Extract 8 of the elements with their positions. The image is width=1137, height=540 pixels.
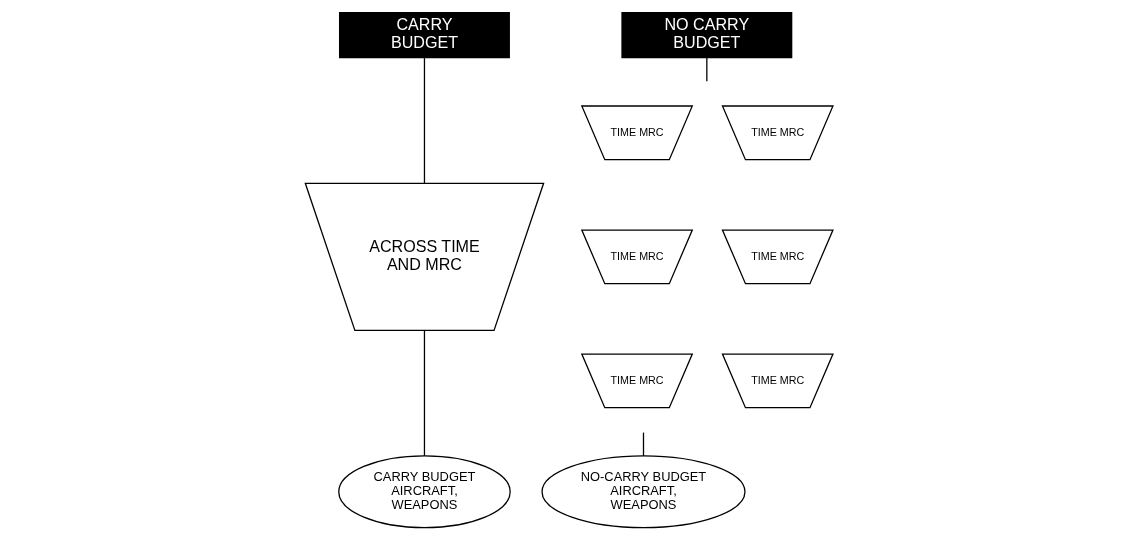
connector	[423, 57, 425, 184]
node-ellipse: NO-CARRY BUDGET AIRCRAFT, WEAPONS	[540, 455, 746, 529]
node-ellipse: CARRY BUDGET AIRCRAFT, WEAPONS	[337, 455, 511, 529]
connector	[642, 431, 644, 457]
connector	[423, 329, 425, 457]
node-box: CARRY BUDGET	[338, 11, 510, 59]
node-box: NO CARRY BUDGET	[620, 11, 792, 59]
connector	[705, 57, 707, 82]
